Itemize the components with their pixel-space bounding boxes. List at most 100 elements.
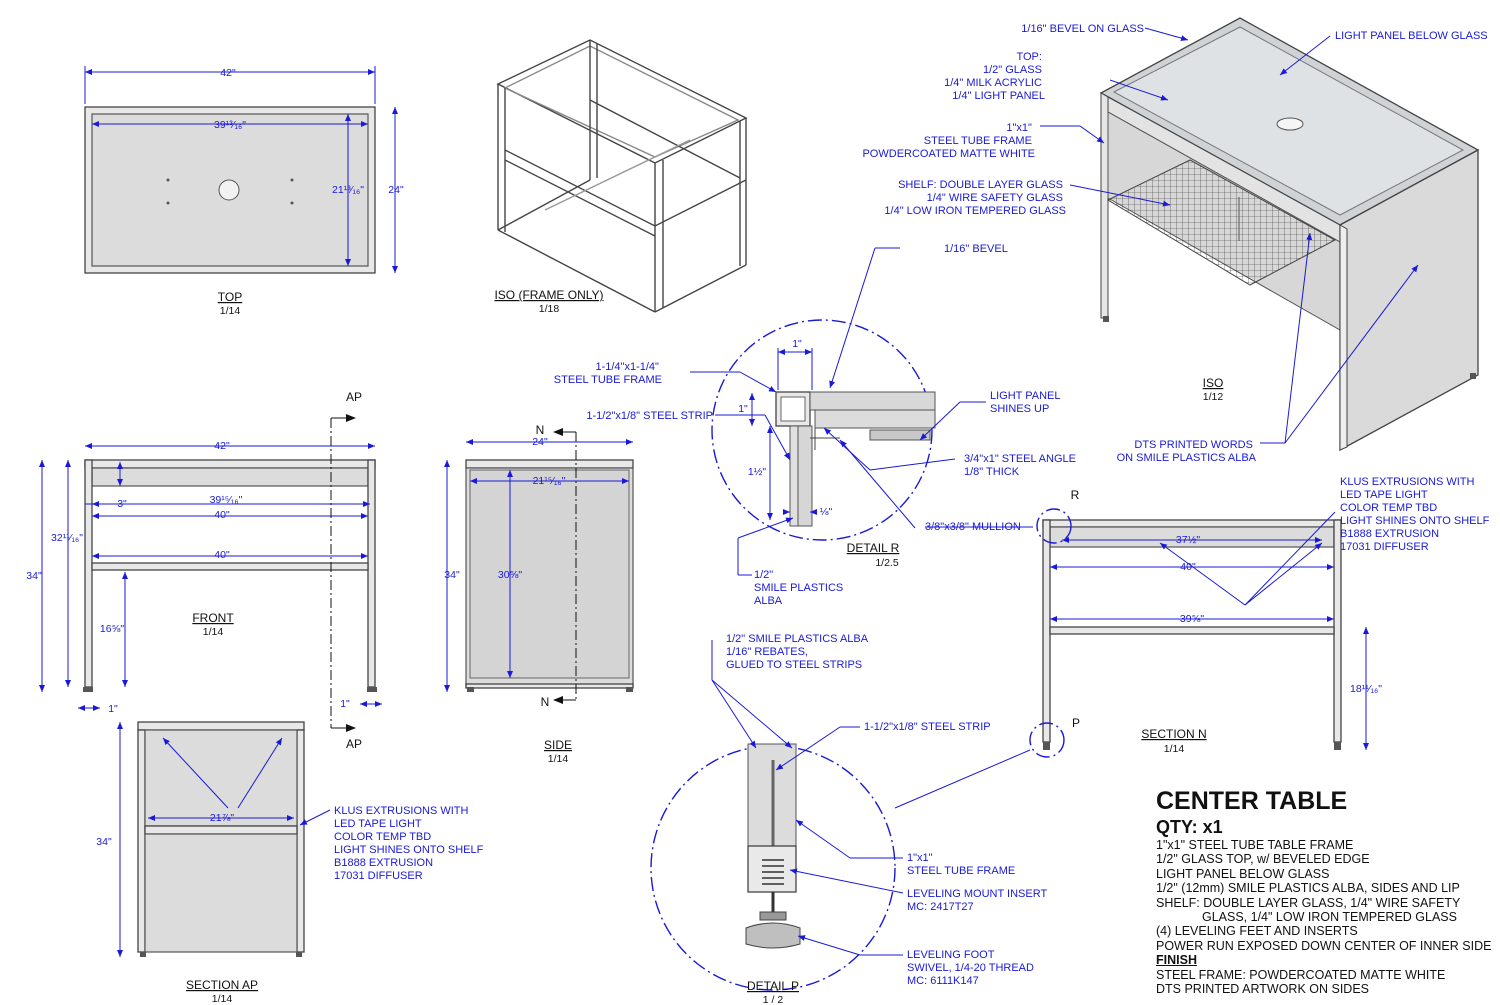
- front-marker-ap-top: AP: [346, 390, 362, 404]
- notes-line-4: 1/2" (12mm) SMILE PLASTICS ALBA, SIDES A…: [1156, 881, 1460, 896]
- note-tube125-2: STEEL TUBE FRAME: [554, 374, 662, 386]
- note-bevel-glass: 1/16" BEVEL ON GLASS: [1021, 23, 1144, 35]
- section-ap-dim-34: 34": [96, 836, 112, 848]
- note-shelf-2: 1/4" WIRE SAFETY GLASS: [927, 192, 1063, 204]
- iso-frame-view: ISO (FRAME ONLY) 1/18: [494, 39, 748, 315]
- svg-text:1/16" BEVEL: 1/16" BEVEL: [944, 243, 1008, 255]
- side-dim-30: 30⅝": [498, 569, 522, 581]
- front-dim-width: 42": [214, 440, 230, 452]
- detail-r-dim-1-5: 1½": [748, 466, 767, 478]
- note-dts-2: ON SMILE PLASTICS ALBA: [1117, 452, 1257, 464]
- note-mount-1: LEVELING MOUNT INSERT: [907, 888, 1047, 900]
- top-view-label: TOP: [218, 290, 242, 304]
- notes-line-1: 1"x1" STEEL TUBE TABLE FRAME: [1156, 838, 1354, 852]
- annotation-texts: 1/16" BEVEL ON GLASS LIGHT PANEL BELOW G…: [334, 23, 1492, 987]
- svg-text:LEVELING FOOT SWIVEL, 1/: LEVELING FOOT SWIVEL, 1/4-20 THREAD MC: …: [907, 949, 1037, 987]
- note-shelf-1: SHELF: DOUBLE LAYER GLASS: [898, 179, 1063, 191]
- section-n-label: SECTION N: [1141, 727, 1206, 741]
- note-klus-ap-6: 17031 DIFFUSER: [334, 870, 423, 882]
- side-label: SIDE: [544, 738, 572, 752]
- section-ap-scale: 1/14: [212, 993, 233, 1005]
- svg-text:TOP: 1/2" GLASS 1/: TOP: 1/2" GLASS 1/4" MILK ACRYLIC 1/4" L…: [944, 51, 1045, 102]
- notes-qty: QTY: x1: [1156, 817, 1223, 837]
- note-strip-r: 1-1/2"x1/8" STEEL STRIP: [586, 410, 713, 422]
- iso-leaders: [1040, 27, 1419, 444]
- detail-r-scale: 1/2.5: [875, 557, 899, 569]
- note-klus-ap-5: B1888 EXTRUSION: [334, 857, 433, 869]
- svg-text:LIGHT PANEL SHINES UP: LIGHT PANEL SHINES UP: [990, 390, 1063, 415]
- detail-r-label: DETAIL R: [847, 541, 900, 555]
- note-klus-n-5: B1888 EXTRUSION: [1340, 528, 1439, 540]
- note-shelf-3: 1/4" LOW IRON TEMPERED GLASS: [884, 205, 1066, 217]
- svg-text:1-1/2"x1/8" STEEL STRIP: 1-1/2"x1/8" STEEL STRIP: [864, 721, 991, 733]
- front-dim-40a: 40": [214, 509, 230, 521]
- note-light-panel-below: LIGHT PANEL BELOW GLASS: [1335, 30, 1488, 42]
- svg-text:1-1/2"x1/8" STEEL STRIP: 1-1/2"x1/8" STEEL STRIP: [586, 410, 713, 422]
- iso-frame-label: ISO (FRAME ONLY): [494, 288, 603, 302]
- side-dim-24: 24": [532, 436, 548, 448]
- note-klus-n-3: COLOR TEMP TBD: [1340, 502, 1437, 514]
- note-klus-ap-3: COLOR TEMP TBD: [334, 831, 431, 843]
- svg-text:1"x1" STEEL TUBE FRAME: 1"x1" STEEL TUBE FRAME POWDERCOATED MATT…: [862, 122, 1035, 160]
- section-ap-view: 21⅞" 34" SECTION AP 1/14: [96, 721, 331, 1005]
- note-alba-p-1: 1/2" SMILE PLASTICS ALBA: [726, 633, 869, 645]
- note-mount-2: MC: 2417T27: [907, 901, 974, 913]
- note-tube-1: 1"x1": [1006, 122, 1032, 134]
- note-tube-p-2: STEEL TUBE FRAME: [907, 865, 1015, 877]
- note-klus-ap-2: LED TAPE LIGHT: [334, 818, 422, 830]
- section-n-marker-p: P: [1072, 716, 1080, 730]
- note-top-3: 1/4" MILK ACRYLIC: [944, 77, 1042, 89]
- note-klus-n-6: 17031 DIFFUSER: [1340, 541, 1429, 553]
- iso-scale: 1/12: [1203, 391, 1224, 403]
- svg-text:1/16" BEVEL ON GLASS: 1/16" BEVEL ON GLASS: [1021, 23, 1144, 35]
- section-n-marker-r: R: [1071, 488, 1080, 502]
- detail-p-label: DETAIL P: [747, 979, 799, 993]
- side-view: 24" 21¹⁵⁄₁₆" 30⅝" 34" N N SIDE 1/14: [444, 423, 634, 765]
- notes-line-7: (4) LEVELING FEET AND INSERTS: [1156, 924, 1358, 939]
- note-alba-p-2: 1/16" REBATES,: [726, 646, 808, 658]
- detail-r-dim-1b: 1": [738, 403, 748, 415]
- note-alba-r-2: SMILE PLASTICS: [754, 582, 843, 594]
- iso-view: ISO 1/12: [1099, 17, 1480, 452]
- front-dim-1b: 1": [340, 698, 350, 710]
- note-bevel: 1/16" BEVEL: [944, 243, 1008, 255]
- section-n-dim-18: 18¹¹⁄₁₆": [1350, 683, 1382, 695]
- iso-label: ISO: [1203, 376, 1224, 390]
- svg-text:LEVELING MOUNT INSERT MC: LEVELING MOUNT INSERT MC: 2417T27: [907, 888, 1050, 913]
- side-dim-34: 34": [444, 569, 460, 581]
- note-foot-1: LEVELING FOOT: [907, 949, 995, 961]
- top-view-scale: 1/14: [220, 305, 241, 317]
- note-angle-1: 3/4"x1" STEEL ANGLE: [964, 453, 1076, 465]
- notes-title: CENTER TABLE: [1156, 787, 1348, 815]
- note-strip-p: 1-1/2"x1/8" STEEL STRIP: [864, 721, 991, 733]
- side-scale: 1/14: [548, 753, 569, 765]
- svg-text:1"x1" STEEL TUBE FRAME: 1"x1" STEEL TUBE FRAME: [907, 852, 1015, 877]
- svg-text:1/2" SMILE PLASTICS: 1/2" SMILE PLASTICS ALBA: [754, 569, 846, 607]
- svg-text:3/4"x1" STEEL ANGLE 1/8": 3/4"x1" STEEL ANGLE 1/8" THICK: [964, 453, 1079, 478]
- front-scale: 1/14: [203, 626, 224, 638]
- note-angle-2: 1/8" THICK: [964, 466, 1020, 478]
- detail-r-view: 1" 1" 1½" ⅛" DETAIL R 1/2.5: [711, 319, 936, 569]
- notes-finish-2: DTS PRINTED ARTWORK ON SIDES: [1156, 982, 1369, 997]
- detail-r-dim-1a: 1": [792, 338, 802, 350]
- note-tube-p-1: 1"x1": [907, 852, 933, 864]
- iso-frame-scale: 1/18: [539, 303, 560, 315]
- svg-text:3/8"x3/8" MULLION: 3/8"x3/8" MULLION: [925, 521, 1021, 533]
- top-view: 42" 39¹³⁄₁₆" 21¹³⁄₁₆" 24" TOP 1/14: [84, 66, 404, 317]
- detail-p-leaders: [711, 640, 904, 956]
- notes-line-3: LIGHT PANEL BELOW GLASS: [1156, 866, 1330, 881]
- note-tube-3: POWDERCOATED MATTE WHITE: [862, 148, 1035, 160]
- section-n-view: 37½" 40" 39⅝" 18¹¹⁄₁₆" R P SECTION N 1/1…: [1029, 488, 1382, 758]
- front-dim-1a: 1": [108, 703, 118, 715]
- front-view: 42" 3" 39¹⁵⁄₁₆" 40" 40" 32¹¹⁄₁₆" 34" 16⅝…: [26, 390, 382, 751]
- detail-r-dim-1-8: ⅛": [820, 506, 833, 518]
- notes-finish-heading: FINISH: [1156, 953, 1197, 968]
- detail-r-leaders: [690, 247, 1033, 576]
- top-dim-inner-depth: 21¹³⁄₁₆": [332, 184, 364, 196]
- front-dim-16: 16⅝": [100, 623, 124, 635]
- note-foot-2: SWIVEL, 1/4-20 THREAD: [907, 962, 1034, 974]
- svg-text:KLUS EXTRUSIONS WITH LED: KLUS EXTRUSIONS WITH LED TAPE LIGHT COLO…: [1340, 476, 1492, 553]
- note-alba-r-1: 1/2": [754, 569, 773, 581]
- svg-text:KLUS EXTRUSIONS WITH LED: KLUS EXTRUSIONS WITH LED TAPE LIGHT COLO…: [334, 805, 486, 882]
